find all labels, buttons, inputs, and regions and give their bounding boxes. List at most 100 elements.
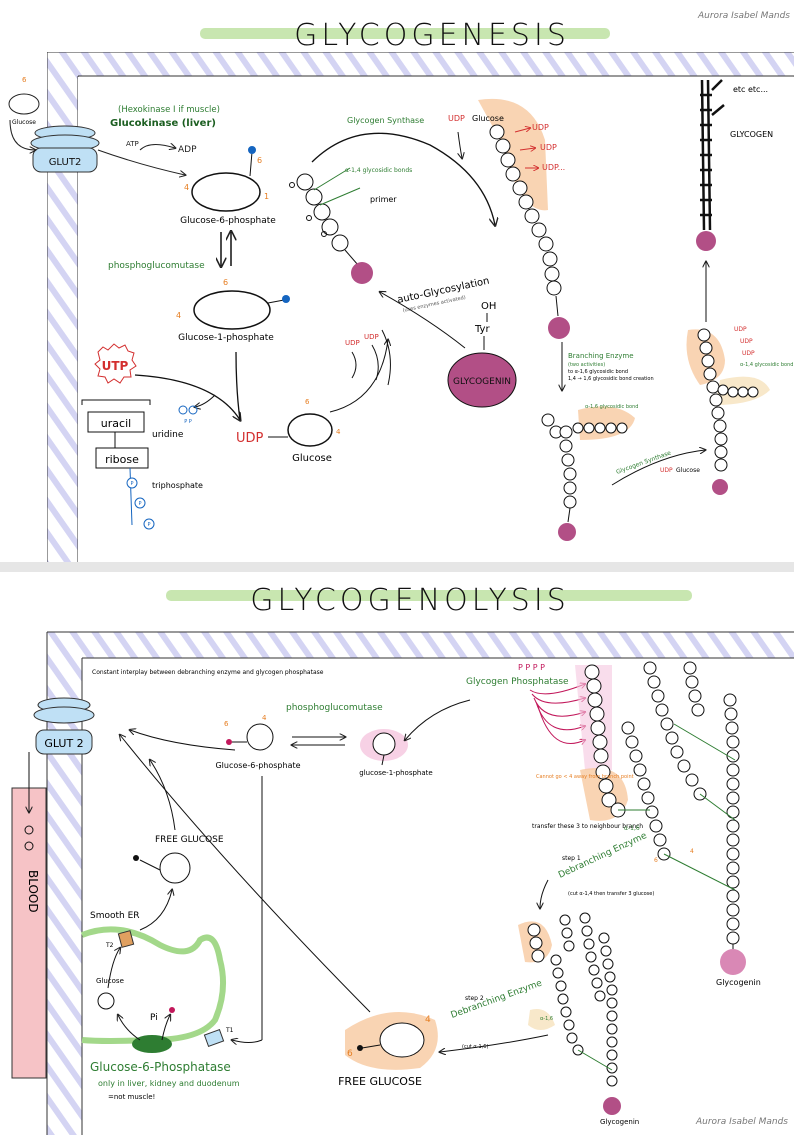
- udp-small-label-2: UDP: [364, 333, 379, 341]
- hexokinase-label: (Hexokinase I if muscle): [118, 105, 220, 115]
- udp-glucose-red-label: UDP: [448, 114, 465, 123]
- g1p-label-2: glucose-1-phosphate: [359, 769, 432, 777]
- atp-label: ATP: [126, 140, 139, 148]
- branched-chain: [541, 413, 628, 541]
- glucose-6-phosphate-2: 6 4 Glucose-6-phosphate: [215, 714, 300, 770]
- author-signature: Aurora Isabel Mands: [697, 11, 790, 21]
- glut2-transporter: GLUT2: [30, 125, 100, 173]
- blood-label: BLOOD: [26, 870, 40, 913]
- utp-burst: UTP: [94, 343, 137, 384]
- a14-bonds-label: α-1,4 glycosidic bonds: [345, 167, 412, 174]
- svg-text:6: 6: [224, 720, 229, 728]
- free-glucose-molecule: 6 4: [347, 1015, 431, 1059]
- er-glucose-label: Glucose: [96, 977, 124, 985]
- glycogenesis-page: GLYCOGENESIS Aurora Isabel Mands GLUT2 G…: [0, 0, 794, 563]
- glucose-6-phosphate: 6 4 1 Glucose-6-phosphate: [180, 146, 276, 226]
- svg-text:1,4 → 1,6 glycosidic bond crea: 1,4 → 1,6 glycosidic bond creation: [568, 376, 654, 382]
- primer-chain: α-1,4 glycosidic bonds primer: [289, 167, 412, 284]
- free-glucose-ring: [159, 852, 191, 884]
- oh-label: OH: [481, 301, 496, 312]
- svg-text:1: 1: [264, 192, 269, 201]
- udp-glucose: UDP 6 4 Glucose: [236, 398, 341, 464]
- free-glucose-label: FREE GLUCOSE: [338, 1075, 422, 1088]
- udp-glucose-word: Glucose: [472, 114, 504, 123]
- g1p-label: Glucose-1-phosphate: [178, 333, 274, 343]
- beige-highlight-2: [528, 1009, 555, 1030]
- triphosphate-label: triphosphate: [152, 481, 203, 490]
- glut2-label-2: GLUT 2: [44, 737, 83, 750]
- svg-text:4: 4: [262, 714, 267, 722]
- udp-glucose-word-2: Glucose: [676, 467, 700, 474]
- title-highlight: [200, 28, 610, 39]
- glycogenin-label: GLYCOGENIN: [453, 377, 511, 387]
- smooth-er-label: Smooth ER: [90, 911, 140, 921]
- page-separator: [0, 562, 794, 572]
- phosphoglucomutase-label-2: phosphoglucomutase: [286, 703, 383, 713]
- glycogenin-protein: [447, 352, 517, 408]
- glucose-1-phosphate: 6 4 Glucose-1-phosphate: [176, 278, 290, 343]
- etc-label: etc etc...: [733, 85, 768, 94]
- udp-label: UDP: [236, 431, 264, 446]
- svg-text:UDP: UDP: [742, 350, 755, 357]
- t1-label: T1: [225, 1027, 234, 1034]
- pi-label: Pi: [150, 1013, 158, 1023]
- glycogenolysis-page: GLYCOGENOLYSIS Constant interplay betwee…: [0, 572, 794, 1135]
- glycogen-molecule: [696, 79, 725, 251]
- adp-label: ADP: [178, 145, 197, 155]
- g6p-label-2: Glucose-6-phosphate: [215, 761, 300, 770]
- glycogenin-label-2: Glycogenin: [600, 1118, 639, 1126]
- svg-text:P: P: [147, 522, 150, 528]
- a16-bond-label: α-1,6 glycosidic bond: [585, 404, 638, 410]
- svg-text:4: 4: [336, 428, 341, 436]
- svg-text:P: P: [130, 481, 133, 487]
- utp-label: UTP: [102, 359, 129, 373]
- glucose-1-phosphate-2: glucose-1-phosphate: [359, 729, 433, 777]
- g6phosphatase-label: Glucose-6-Phosphatase: [90, 1060, 231, 1074]
- a16-label-b: α-1,6: [540, 1016, 553, 1022]
- phosphoglucomutase-label: phosphoglucomutase: [108, 261, 205, 271]
- debranch-note-1: (cut α-1,4 then transfer 3 glucose): [568, 891, 654, 897]
- interplay-note: Constant interplay between debranching e…: [92, 669, 324, 676]
- svg-text:6: 6: [305, 398, 310, 406]
- page-title: GLYCOGENESIS: [294, 18, 570, 53]
- free-glucose-top-label: FREE GLUCOSE: [155, 835, 224, 845]
- t1-transporter: [203, 1028, 225, 1048]
- glut2-transporter-2: GLUT 2: [33, 697, 95, 755]
- svg-text:UDP: UDP: [540, 143, 557, 152]
- svg-text:6: 6: [223, 278, 228, 287]
- svg-text:UDP: UDP: [532, 123, 549, 132]
- cannot-go-note: Cannot go < 4 away from branch point: [536, 774, 634, 780]
- glut2-label: GLUT2: [49, 157, 82, 168]
- uridine-structure: uracil uridine ribose P P P triphosphate: [81, 399, 203, 530]
- outside-glucose-label: Glucose: [12, 119, 36, 126]
- svg-text:6: 6: [347, 1049, 353, 1059]
- glycogen-label: GLYCOGEN: [730, 130, 773, 139]
- udp-glucose-label: Glucose: [292, 453, 332, 464]
- a16-label: α-1,6: [624, 825, 640, 832]
- svg-text:4: 4: [425, 1015, 431, 1025]
- glycogen-chain-3: [527, 912, 621, 1115]
- blood-vessel: [11, 787, 47, 1079]
- g6p-label: Glucose-6-phosphate: [180, 216, 276, 226]
- t2-label: T2: [105, 942, 114, 949]
- svg-text:4: 4: [176, 311, 181, 320]
- udp-leaving-arrows: UDP UDP UDP...: [514, 123, 565, 172]
- transfer-note: transfer these 3 to neighbour branch: [532, 823, 643, 830]
- svg-text:UDP: UDP: [660, 467, 673, 474]
- svg-text:to α-1,6 glycosidic bond: to α-1,6 glycosidic bond: [568, 369, 628, 375]
- primer-label: primer: [370, 195, 397, 204]
- svg-text:(two activities): (two activities): [568, 362, 605, 368]
- a14-right-label: α-1,4 glycosidic bond: [740, 362, 793, 368]
- glycogen-synthase-label: Glycogen Synthase: [347, 116, 424, 125]
- glycogenin-label-1: Glycogenin: [716, 978, 761, 987]
- branching-enzyme-label: Branching Enzyme: [568, 352, 634, 360]
- pyrophosphate-label: P P: [184, 419, 192, 425]
- svg-text:4: 4: [184, 183, 189, 192]
- carbon-6-label: 6: [22, 76, 27, 84]
- title-highlight-2: [166, 590, 692, 601]
- glucose-ring: [8, 93, 40, 115]
- udp-small-label: UDP: [345, 339, 360, 347]
- svg-text:UDP...: UDP...: [542, 163, 565, 172]
- phosphate-letters: P P P P: [518, 663, 545, 672]
